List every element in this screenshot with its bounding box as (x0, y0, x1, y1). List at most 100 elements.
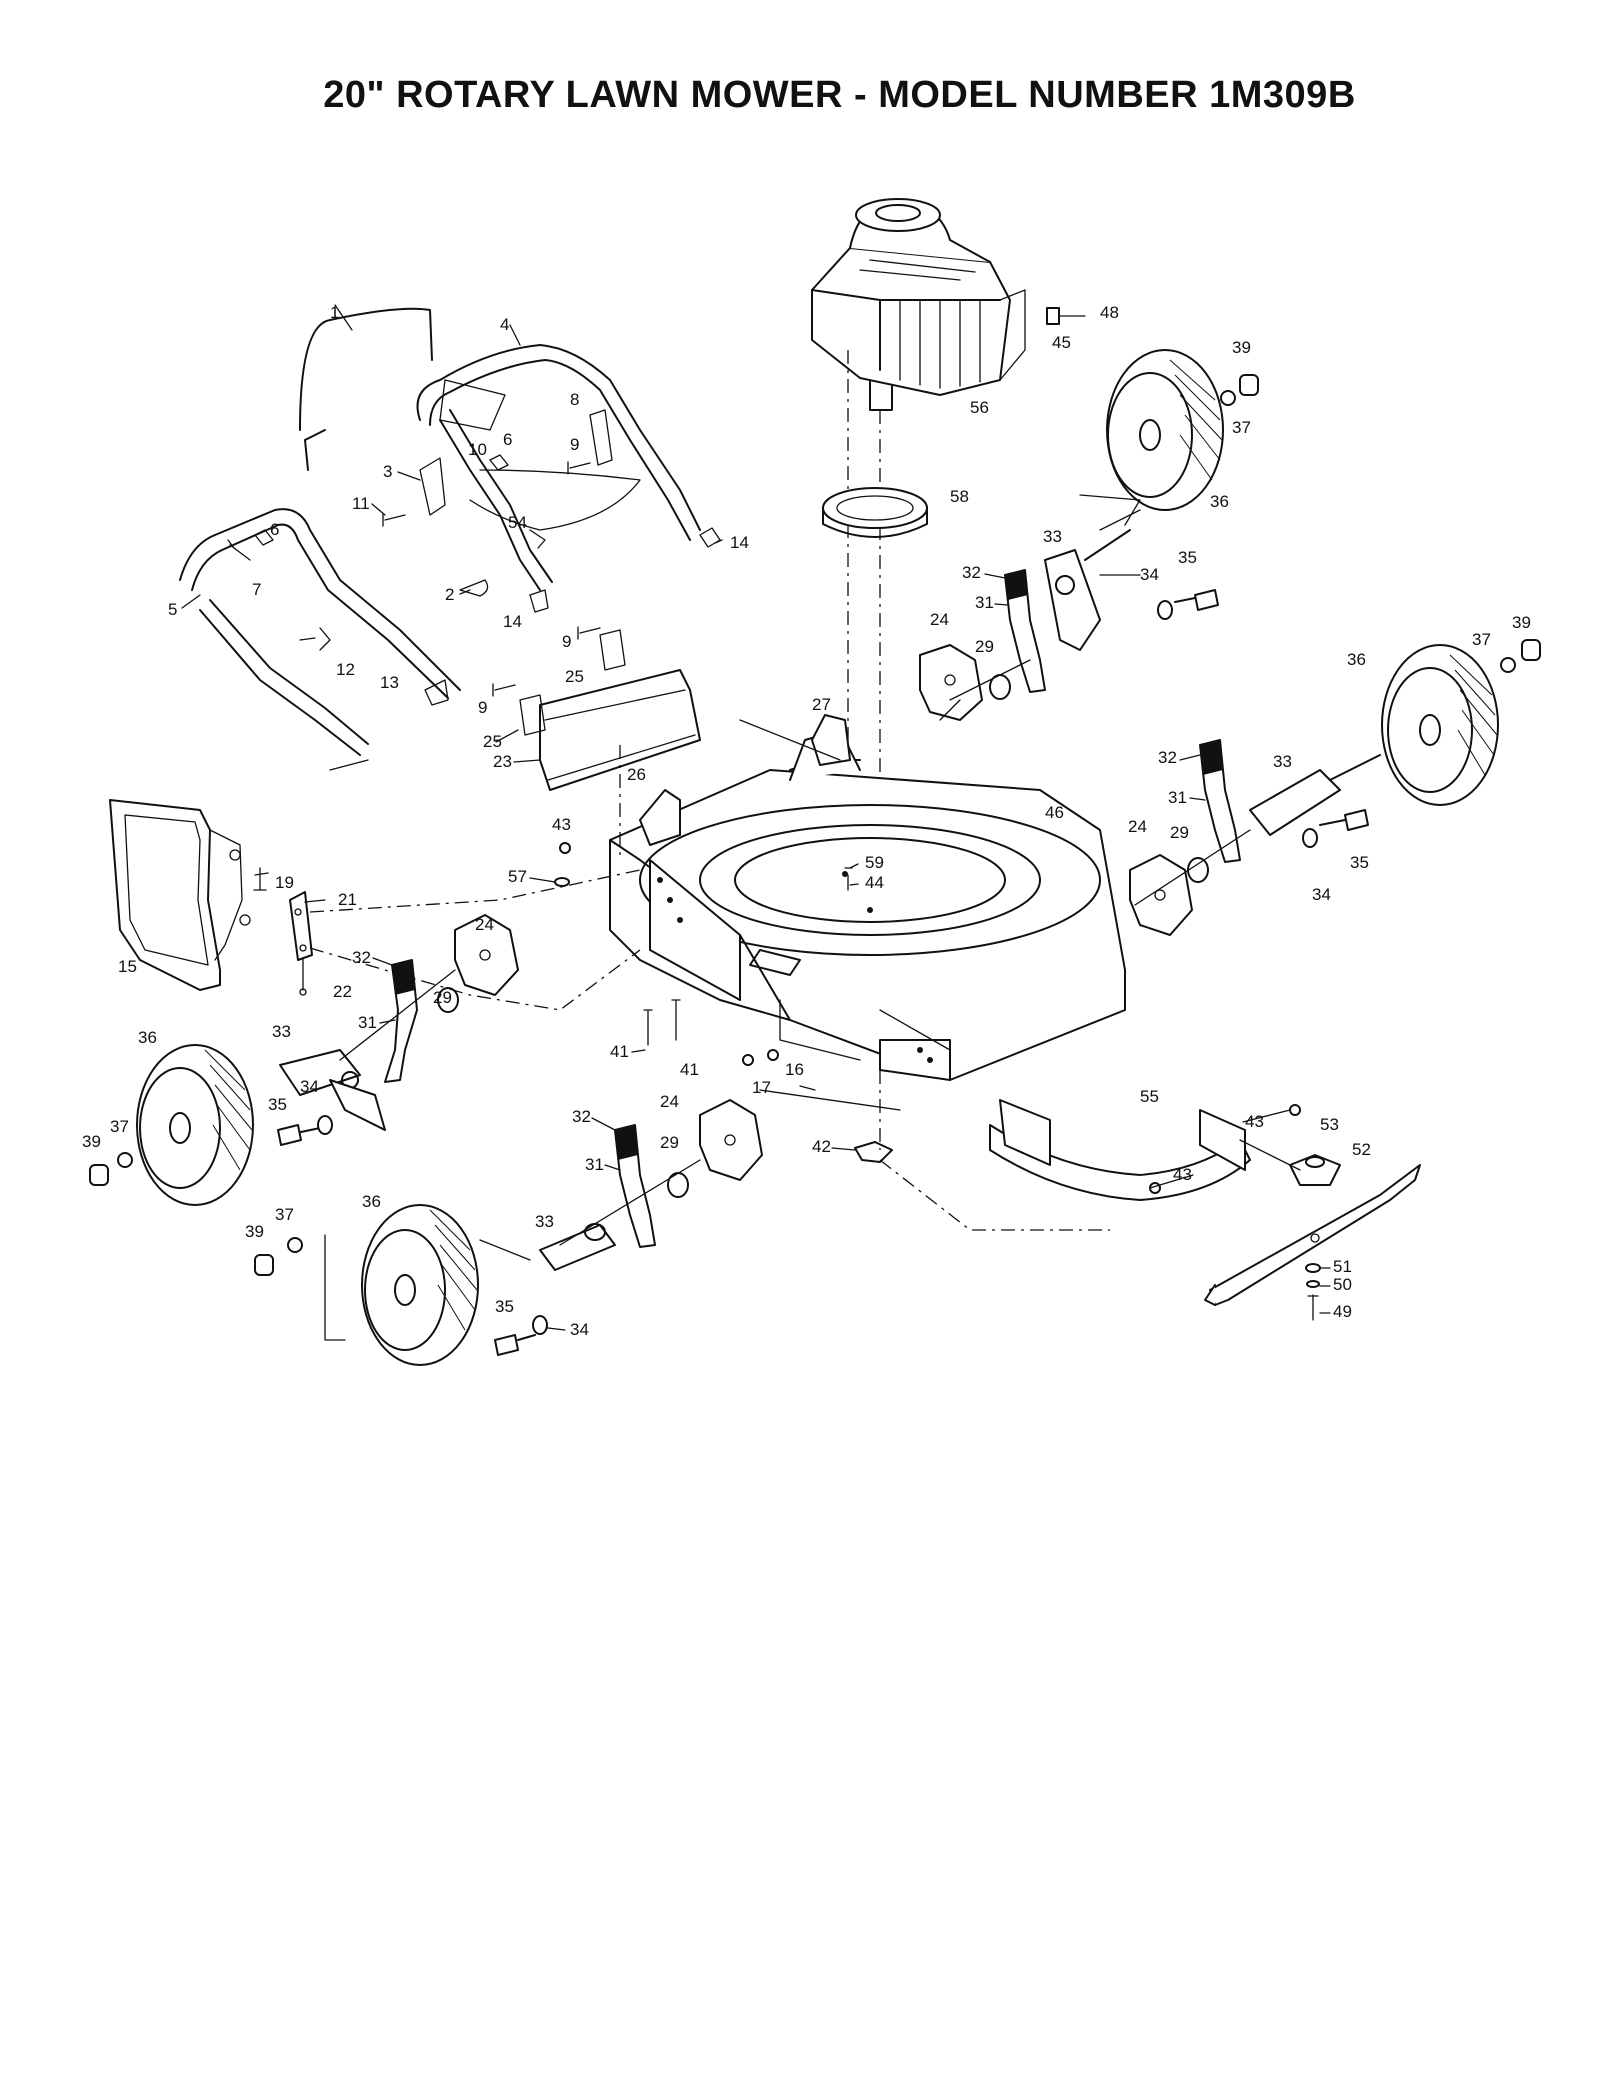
knob-14a (699, 527, 721, 548)
callout-11: 11 (352, 494, 370, 513)
callout-54: 54 (508, 513, 527, 532)
washer-34-r (1302, 828, 1318, 848)
callout-44: 44 (865, 873, 884, 892)
washer-29-left (437, 987, 459, 1013)
bolt-41a (643, 1009, 653, 1046)
leader-axle-plate-top (949, 659, 1031, 701)
callout-21: 21 (338, 890, 357, 909)
leader-axle-plate-right (1134, 829, 1251, 906)
callout-9b: 9 (562, 632, 571, 651)
adapter-53 (1289, 1154, 1341, 1186)
nut-37-r (1500, 657, 1516, 673)
callout-33d: 33 (535, 1212, 554, 1231)
callout-14b: 14 (503, 612, 522, 631)
washer-29-bottom (667, 1172, 689, 1198)
callout-1: 1 (330, 303, 339, 322)
callout-15: 15 (118, 957, 137, 976)
lever-right (1199, 739, 1241, 863)
nut-6b (254, 529, 274, 546)
nut-43a (559, 842, 571, 854)
leader-deck-plate (879, 1009, 951, 1051)
callout-9c: 9 (478, 698, 487, 717)
callout-31b: 31 (1168, 788, 1187, 807)
callout-34a: 34 (1140, 565, 1159, 584)
wheel-bottom (361, 1204, 479, 1366)
nut-17b (767, 1049, 779, 1061)
leader-hubcap-bottom (324, 1234, 346, 1341)
callout-55: 55 (1140, 1087, 1159, 1106)
hubcap-39-l (89, 1164, 109, 1186)
lower-handle-5 (179, 508, 461, 771)
leader-bag-bracket-2 (309, 947, 641, 1011)
callout-10: 10 (468, 440, 487, 459)
bracket-8 (589, 409, 613, 466)
callout-17: 17 (752, 1078, 771, 1097)
callout-41a: 41 (610, 1042, 629, 1061)
callout-8: 8 (570, 390, 579, 409)
leader-axle-plate-bottom (559, 1159, 701, 1246)
grass-bag-frame-15 (109, 799, 251, 991)
washer-51 (1305, 1263, 1321, 1273)
callout-34c: 34 (300, 1077, 319, 1096)
nut-37-b (287, 1237, 303, 1253)
callout-31a: 31 (975, 593, 994, 612)
callout-29c: 29 (433, 988, 452, 1007)
leader-blade-baffle (1239, 1139, 1301, 1171)
callout-leaders (181, 304, 1331, 1331)
callout-2: 2 (445, 585, 454, 604)
wheel-top-right (1106, 349, 1224, 511)
callout-29b: 29 (1170, 823, 1189, 842)
callout-37d: 37 (275, 1205, 294, 1224)
callout-29a: 29 (975, 637, 994, 656)
nut-17a (742, 1054, 754, 1066)
callout-32c: 32 (352, 948, 371, 967)
height-plate-24-top (919, 644, 983, 721)
clip-3 (419, 457, 446, 516)
callout-31d: 31 (585, 1155, 604, 1174)
callout-59: 59 (865, 853, 884, 872)
callout-43a: 43 (552, 815, 571, 834)
nut-37-l (117, 1152, 133, 1168)
bolt-9c (492, 683, 516, 697)
knob-12 (299, 627, 331, 651)
callout-24b: 24 (1128, 817, 1147, 836)
callout-12: 12 (336, 660, 355, 679)
part-42 (854, 1141, 893, 1163)
bolt-35-tr (1174, 589, 1219, 611)
callout-35a: 35 (1178, 548, 1197, 567)
washer-50 (1306, 1280, 1320, 1288)
callout-37a: 37 (1232, 418, 1251, 437)
engine (811, 198, 1086, 411)
callout-36c: 36 (138, 1028, 157, 1047)
nut-43b (1289, 1104, 1301, 1116)
hubcap-39-r (1521, 639, 1541, 661)
callout-26: 26 (627, 765, 646, 784)
callout-34b: 34 (1312, 885, 1331, 904)
callout-57: 57 (508, 867, 527, 886)
bolt-54 (529, 529, 546, 549)
callout-14a: 14 (730, 533, 749, 552)
height-plate-24-right (1129, 854, 1193, 936)
callout-32d: 32 (572, 1107, 591, 1126)
callout-52: 52 (1352, 1140, 1371, 1159)
axle-left (279, 1049, 386, 1131)
callout-32a: 32 (962, 563, 981, 582)
callout-34d: 34 (570, 1320, 589, 1339)
callout-36d: 36 (362, 1192, 381, 1211)
washer-34-tr (1157, 600, 1173, 620)
callout-36a: 36 (1210, 492, 1229, 511)
callout-23: 23 (493, 752, 512, 771)
washer-57 (554, 877, 570, 887)
wheel-left (136, 1044, 254, 1206)
bracket-21 (289, 891, 313, 996)
bracket-25b (519, 694, 546, 736)
lever-left (384, 959, 418, 1083)
callout-39b: 39 (1512, 613, 1531, 632)
callout-37b: 37 (1472, 630, 1491, 649)
callout-24d: 24 (660, 1092, 679, 1111)
callout-24a: 24 (930, 610, 949, 629)
callout-39c: 39 (82, 1132, 101, 1151)
bolt-41b (671, 999, 681, 1041)
bolt-9b (577, 626, 601, 640)
